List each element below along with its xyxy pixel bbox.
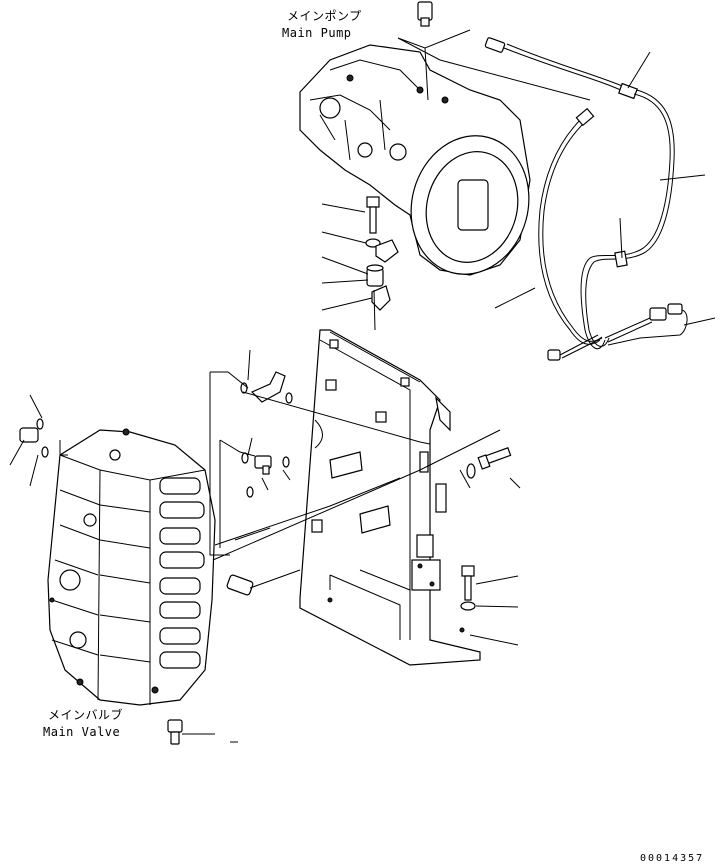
pump-clamp-bracket [375,239,399,263]
main-pump-label-jp: メインポンプ [287,9,362,23]
leader-lines [9,29,716,743]
elbow-o-ring-2 [285,392,293,404]
main-valve [47,428,216,706]
pump-spacer-collar [366,264,384,287]
valve-port-fitting [19,418,44,443]
pump-mount-bolt [366,196,380,234]
tee-fitting [254,455,272,475]
clamp-washer [466,463,476,479]
pressure-sensor [226,574,254,596]
pump-clip [371,285,391,311]
frame-washer [460,601,476,611]
valve-o-ring [41,446,49,458]
main-pump [299,44,531,276]
pump-top-elbow-fitting [417,1,433,27]
document-id: 00014357 [640,853,705,864]
main-valve-label-jp: メインバルブ [48,708,124,722]
tee-o-ring-3 [246,486,254,498]
tee-o-ring [241,452,249,464]
valve-spools [159,477,205,669]
main-pump-label-en: Main Pump [282,26,352,40]
frame-bolt [461,565,475,601]
hose-clamp-bolt [477,447,512,470]
tee-o-ring-2 [282,456,290,468]
elbow-fitting [250,371,286,403]
valve-bracket-frame [299,329,481,666]
main-valve-label-en: Main Valve [43,725,121,739]
hose-lines [503,43,688,361]
pump-hose-fitting [484,37,506,53]
valve-bottom-sensor [167,719,183,745]
